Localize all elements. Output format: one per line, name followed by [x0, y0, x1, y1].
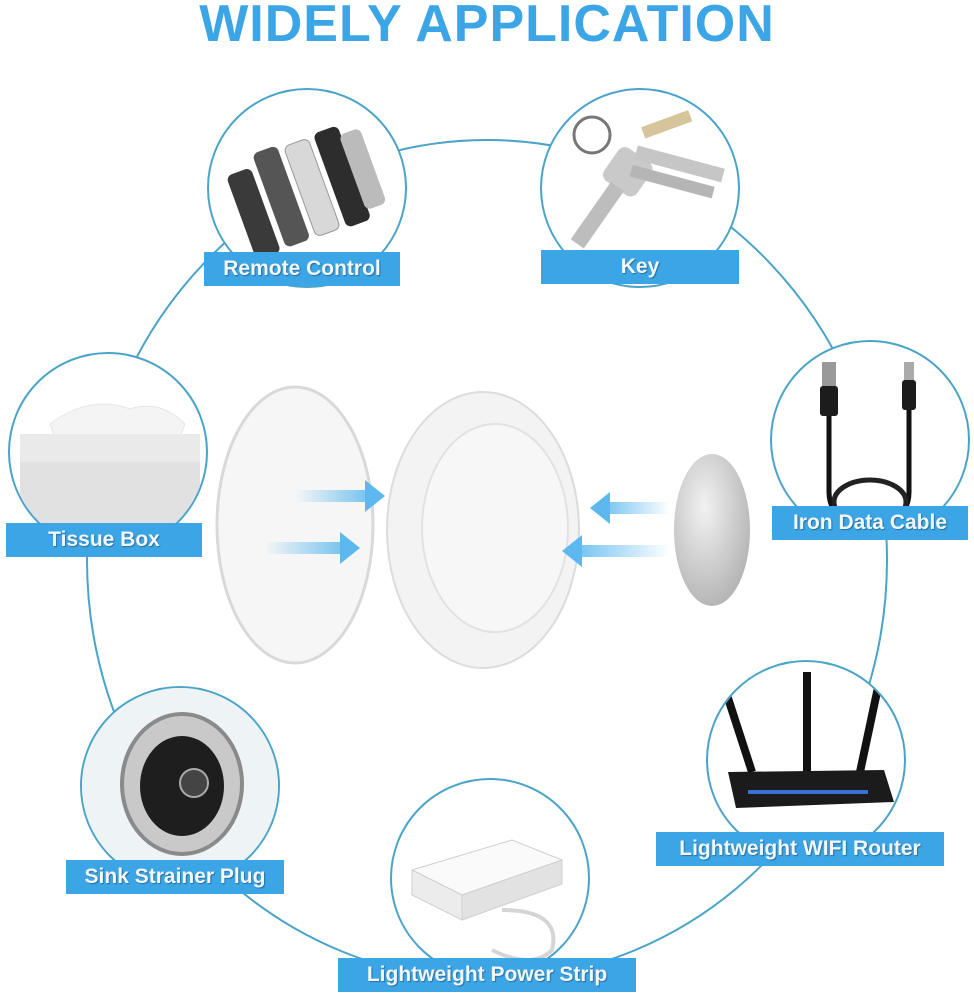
key-icon	[570, 110, 725, 249]
router-label: Lightweight WIFI Router	[656, 832, 944, 866]
tissue-box-bubble	[8, 352, 208, 552]
data-cable-label: Iron Data Cable	[772, 506, 968, 540]
sink-plug-bubble	[80, 686, 280, 886]
remote-control-icon	[227, 126, 386, 260]
arrow-left-icon	[590, 492, 670, 524]
power-strip-label: Lightweight Power Strip	[338, 958, 636, 992]
sink-plug-icon	[82, 688, 278, 884]
metal-plate-icon	[674, 454, 750, 606]
remote-control-label: Remote Control	[204, 252, 400, 286]
key-label: Key	[541, 250, 739, 284]
power-strip-bubble	[390, 778, 590, 978]
arrow-right-icon	[265, 532, 360, 564]
arrow-left-icon	[562, 535, 670, 567]
tissue-box-icon	[20, 403, 200, 524]
arrow-right-icon	[295, 480, 385, 512]
magnetic-holder-icon	[386, 391, 580, 669]
wifi-router-icon	[720, 672, 894, 808]
center-product	[215, 385, 750, 669]
page-title: WIDELY APPLICATION	[199, 0, 775, 53]
tissue-box-label: Tissue Box	[6, 523, 202, 557]
sink-plug-label: Sink Strainer Plug	[66, 860, 284, 894]
adhesive-pad-icon	[215, 385, 375, 665]
power-strip-icon	[410, 839, 564, 962]
router-bubble	[706, 660, 906, 860]
